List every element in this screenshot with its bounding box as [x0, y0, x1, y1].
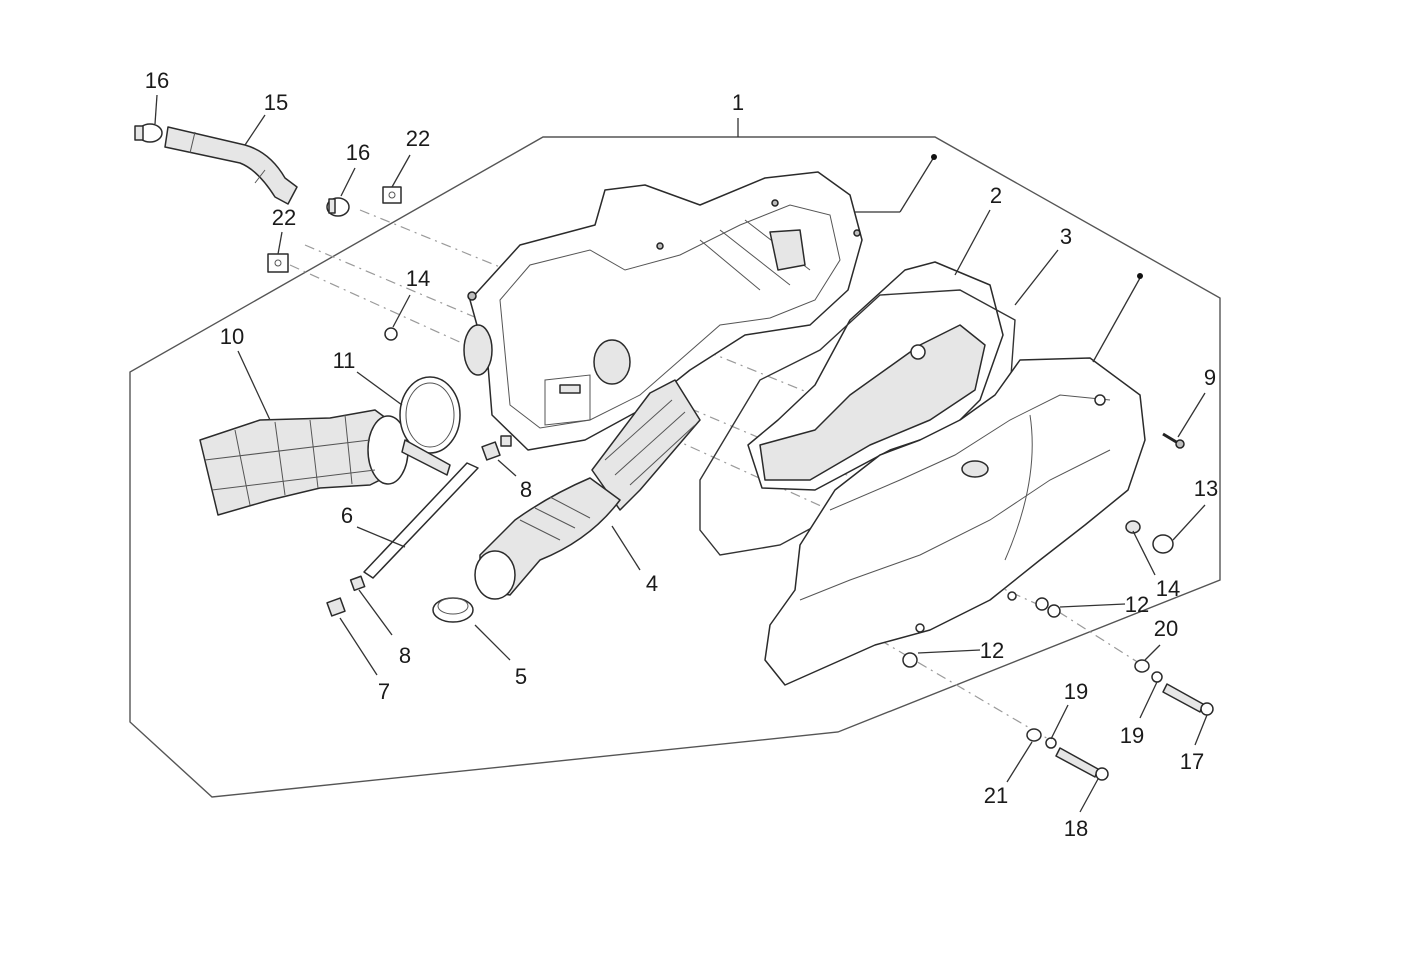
callout-2: 2	[990, 183, 1002, 208]
air-filter-housing-part	[463, 171, 863, 451]
small-clamp-part	[432, 597, 474, 623]
callout-19-left: 19	[1064, 679, 1088, 704]
callout-6: 6	[341, 503, 353, 528]
callout-11: 11	[333, 348, 356, 373]
callout-8-cap: 8	[399, 643, 411, 668]
fastener-parts	[1026, 659, 1214, 781]
callout-15: 15	[264, 90, 288, 115]
intake-duct-part	[474, 379, 701, 600]
callout-14-cover: 14	[1156, 576, 1180, 601]
callout-13: 13	[1194, 476, 1218, 501]
callout-16-right: 16	[346, 140, 370, 165]
callout-4: 4	[646, 571, 658, 596]
large-clamp-part	[399, 376, 461, 476]
callout-7: 7	[378, 679, 390, 704]
callout-8-tube: 8	[520, 477, 532, 502]
cap-parts	[326, 435, 512, 617]
callout-10: 10	[220, 324, 244, 349]
callout-17: 17	[1180, 749, 1204, 774]
clip-nut-part	[267, 186, 402, 273]
air-filter-cover-part	[764, 357, 1146, 686]
callout-19-right: 19	[1120, 723, 1144, 748]
callout-9: 9	[1204, 365, 1216, 390]
breather-hose-part	[164, 126, 298, 205]
drain-tube-part	[363, 462, 479, 579]
grommet-part	[384, 327, 1174, 554]
callout-labels: 1 2 3 4 5 6 7 8 8 9 10 11 12 12 13 14 14…	[145, 68, 1218, 841]
callout-3: 3	[1060, 224, 1072, 249]
callout-21: 21	[984, 783, 1008, 808]
callout-14-housing: 14	[406, 266, 430, 291]
callout-20: 20	[1154, 616, 1178, 641]
washer-part	[902, 597, 1061, 668]
screw-part	[1162, 432, 1185, 449]
hose-clamp-part	[134, 123, 350, 217]
assembly-boundary	[129, 136, 1221, 798]
callout-12-lower: 12	[980, 638, 1004, 663]
callout-5: 5	[515, 664, 527, 689]
leader-lines	[154, 94, 1208, 813]
callout-22-right: 22	[406, 126, 430, 151]
intake-sleeve-part	[199, 409, 409, 516]
callout-1: 1	[732, 90, 744, 115]
callout-22-left: 22	[272, 205, 296, 230]
callout-12-upper: 12	[1125, 592, 1149, 617]
callout-18: 18	[1064, 816, 1088, 841]
callout-16-left: 16	[145, 68, 169, 93]
